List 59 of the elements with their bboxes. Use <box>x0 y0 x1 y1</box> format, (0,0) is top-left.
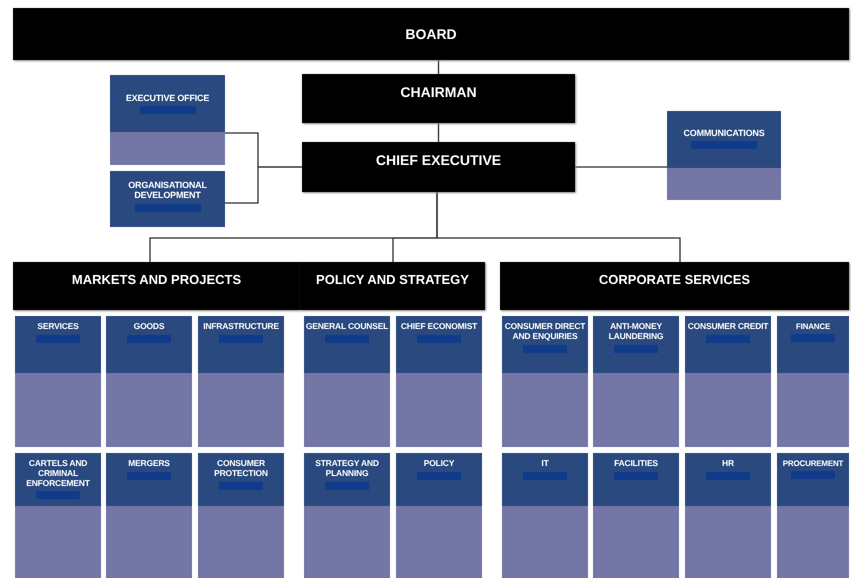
department-title: FACILITIES <box>613 459 659 469</box>
department-title: CARTELS AND CRIMINAL ENFORCEMENT <box>25 459 91 488</box>
department-title: PROCUREMENT <box>782 459 844 468</box>
department-card <box>15 453 101 578</box>
heading-box <box>13 262 300 310</box>
heading-box <box>300 262 485 310</box>
department-card <box>304 316 390 447</box>
department-title: COMMUNICATIONS <box>682 128 766 138</box>
department-card <box>502 453 588 578</box>
department-title: GENERAL COUNSEL <box>304 322 390 332</box>
department-card <box>106 453 192 578</box>
department-card <box>304 453 390 578</box>
box-title: CHIEF EXECUTIVE <box>376 152 502 168</box>
department-title: EXECUTIVE OFFICE <box>124 93 210 104</box>
department-card <box>110 75 225 165</box>
connector-line <box>436 192 681 262</box>
heading-box <box>302 142 575 192</box>
department-title: POLICY <box>422 459 456 469</box>
department-card <box>593 316 679 447</box>
department-title: SERVICES <box>36 322 80 332</box>
department-title: HR <box>721 459 735 469</box>
department-card <box>685 316 771 447</box>
department-card <box>593 453 679 578</box>
box-title: POLICY AND STRATEGY <box>316 272 469 287</box>
department-card <box>777 453 849 578</box>
connector-line <box>225 166 302 204</box>
connector-line <box>575 166 667 168</box>
department-card <box>396 316 482 447</box>
box-title: CORPORATE SERVICES <box>598 272 750 287</box>
department-card <box>106 316 192 447</box>
department-card <box>15 316 101 447</box>
connector-line <box>438 123 440 142</box>
department-title: STRATEGY AND PLANNING <box>314 459 380 479</box>
department-title: INFRASTRUCTURE <box>202 322 280 332</box>
connector-line <box>438 60 440 74</box>
department-title: IT <box>540 459 550 469</box>
department-card <box>685 453 771 578</box>
box-title: CHAIRMAN <box>400 84 477 100</box>
heading-box <box>302 74 575 123</box>
department-title: ORGANISATIONAL DEVELOPMENT <box>127 180 208 201</box>
department-card <box>198 453 284 578</box>
department-card <box>198 316 284 447</box>
heading-box <box>13 8 849 60</box>
department-title: CHIEF ECONOMIST <box>400 322 478 332</box>
department-title: MERGERS <box>127 459 171 469</box>
box-title: MARKETS AND PROJECTS <box>72 272 242 287</box>
department-card <box>110 171 225 227</box>
department-title: FINANCE <box>794 322 832 332</box>
department-title: CONSUMER CREDIT <box>686 322 770 332</box>
department-card <box>667 111 781 200</box>
department-title: CONSUMER DIRECT AND ENQUIRIES <box>504 322 586 342</box>
department-title: ANTI-MONEY LAUNDERING <box>608 322 664 342</box>
heading-box <box>500 262 849 310</box>
department-title: GOODS <box>132 322 166 332</box>
department-card <box>502 316 588 447</box>
box-title: BOARD <box>405 26 457 42</box>
department-card <box>396 453 482 578</box>
department-title: CONSUMER PROTECTION <box>213 459 269 479</box>
department-card <box>777 316 849 447</box>
